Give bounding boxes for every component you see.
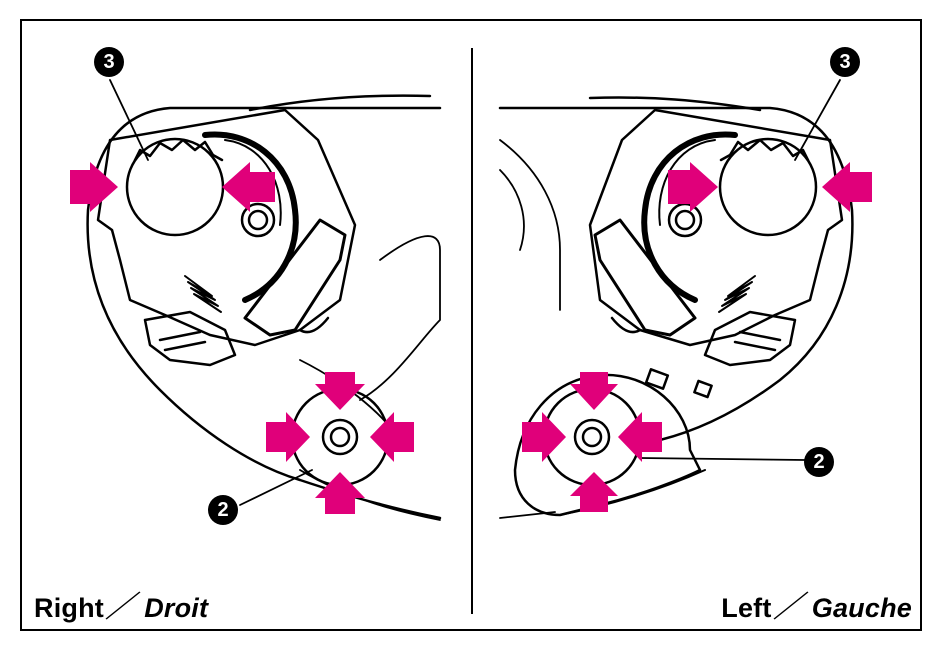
push-arrow-icon [618,412,662,462]
release-arm [593,218,697,337]
caption-right-separator: ／ [104,591,142,624]
caption-right: Right／Droit [34,582,208,626]
push-arrow-icon [822,162,872,212]
pivot-housing [513,373,702,517]
caption-left-separator: ／ [771,591,810,624]
lower-button [143,310,237,367]
callout-3-right: 3 [94,47,124,77]
pivot-icon [240,202,276,238]
shell-outline [498,106,854,442]
push-arrow-icon [315,372,365,410]
push-arrow-group [70,162,414,514]
base-plate [96,108,357,347]
base-plate [588,108,844,347]
push-arrow-icon [668,162,718,212]
pivot-icon [667,202,703,238]
callout-2-left: 2 [804,447,834,477]
gear-icon [718,137,818,237]
lower-button [703,310,797,367]
release-arm [243,218,347,337]
callout-3-left: 3 [830,47,860,77]
push-arrow-icon [570,372,618,410]
push-arrow-icon [522,412,566,462]
push-arrow-icon [570,472,618,512]
panel-divider [471,48,473,614]
push-arrow-group [522,162,872,512]
caption-left-main: Left [721,593,772,623]
push-arrow-icon [222,162,275,212]
push-arrow-icon [70,162,118,212]
caption-left: Left／Gauche [721,582,912,626]
caption-right-alt: Droit [144,593,209,623]
shell-inner [248,94,432,112]
push-arrow-icon [315,472,365,514]
caption-left-alt: Gauche [811,593,912,623]
callout-2-right: 2 [208,495,238,525]
caption-right-main: Right [34,593,104,623]
spring-icon [718,275,756,313]
push-arrow-icon [266,412,310,462]
push-arrow-icon [370,412,414,462]
spring-icon [184,275,222,313]
